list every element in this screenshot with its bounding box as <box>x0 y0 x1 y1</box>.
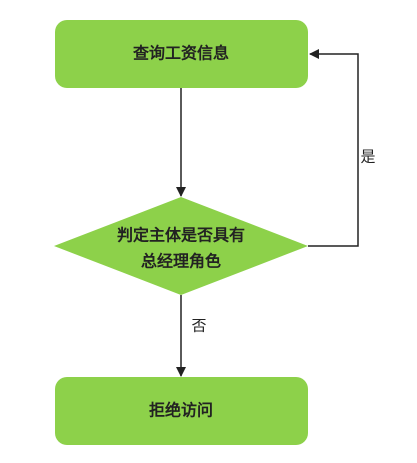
yes-label: 是 <box>360 148 375 166</box>
deny-access-label: 拒绝访问 <box>149 401 213 420</box>
yes-loop-arrow <box>308 49 359 247</box>
deny-access-node: 拒绝访问 <box>55 377 308 445</box>
deny-access-box <box>55 377 308 445</box>
decision-node: 判定主体是否具有 总经理角色 <box>54 197 308 295</box>
decision-label-line1: 判定主体是否具有 <box>117 226 245 245</box>
query-salary-label: 查询工资信息 <box>133 44 229 63</box>
no-label: 否 <box>191 317 206 335</box>
decision-diamond <box>54 197 308 295</box>
query-salary-node: 查询工资信息 <box>55 20 308 88</box>
query-salary-box <box>55 20 308 88</box>
decision-label-line2: 总经理角色 <box>141 252 221 271</box>
